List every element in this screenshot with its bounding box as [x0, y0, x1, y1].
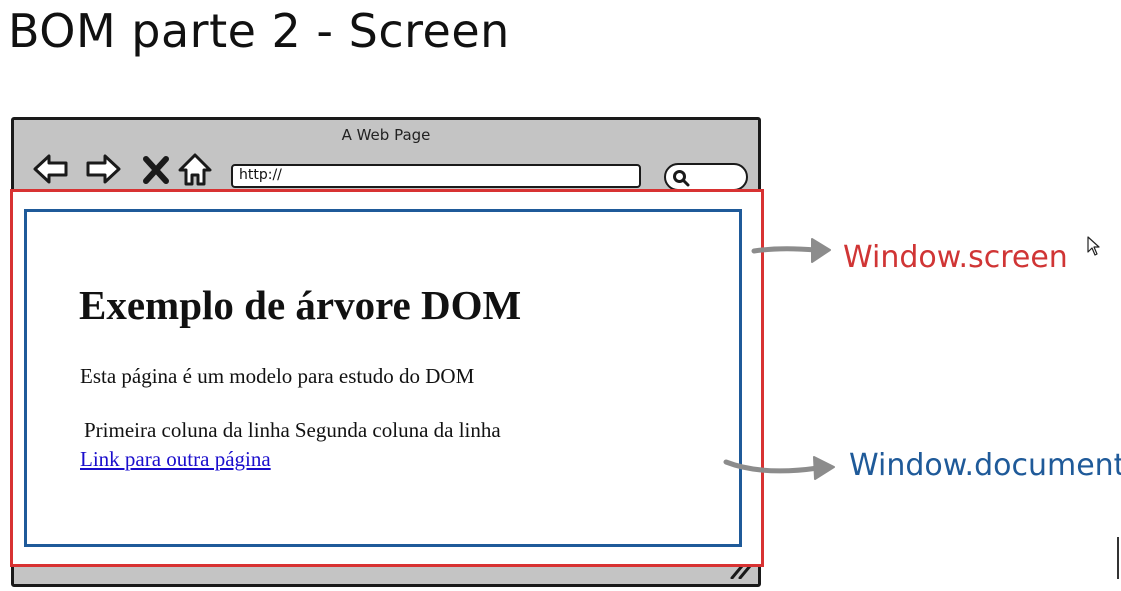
- resize-grip-icon[interactable]: [728, 563, 752, 583]
- table-cell: Primeira coluna da linha: [84, 418, 290, 442]
- home-icon[interactable]: [176, 150, 214, 188]
- table-cell: Segunda coluna da linha: [294, 418, 501, 442]
- slide-title: BOM parte 2 - Screen: [8, 4, 510, 58]
- window-document-label: Window.document: [849, 448, 1121, 483]
- arrow-icon: [751, 238, 831, 263]
- document-heading: Exemplo de árvore DOM: [79, 282, 522, 328]
- back-arrow-icon[interactable]: [32, 150, 70, 188]
- other-page-link[interactable]: Link para outra página: [80, 447, 271, 471]
- arrow-icon: [723, 456, 835, 480]
- search-input[interactable]: [664, 163, 748, 191]
- document-paragraph: Esta página é um modelo para estudo do D…: [80, 364, 475, 388]
- mouse-cursor-icon: [1087, 236, 1100, 256]
- window-document-frame: [24, 209, 742, 547]
- window-screen-label: Window.screen: [843, 240, 1068, 275]
- address-bar-input[interactable]: http://: [231, 164, 641, 188]
- browser-window-title: A Web Page: [341, 126, 431, 144]
- forward-arrow-icon[interactable]: [84, 150, 122, 188]
- close-icon[interactable]: [138, 150, 176, 188]
- search-icon: [673, 170, 690, 187]
- text-caret: [1117, 537, 1119, 579]
